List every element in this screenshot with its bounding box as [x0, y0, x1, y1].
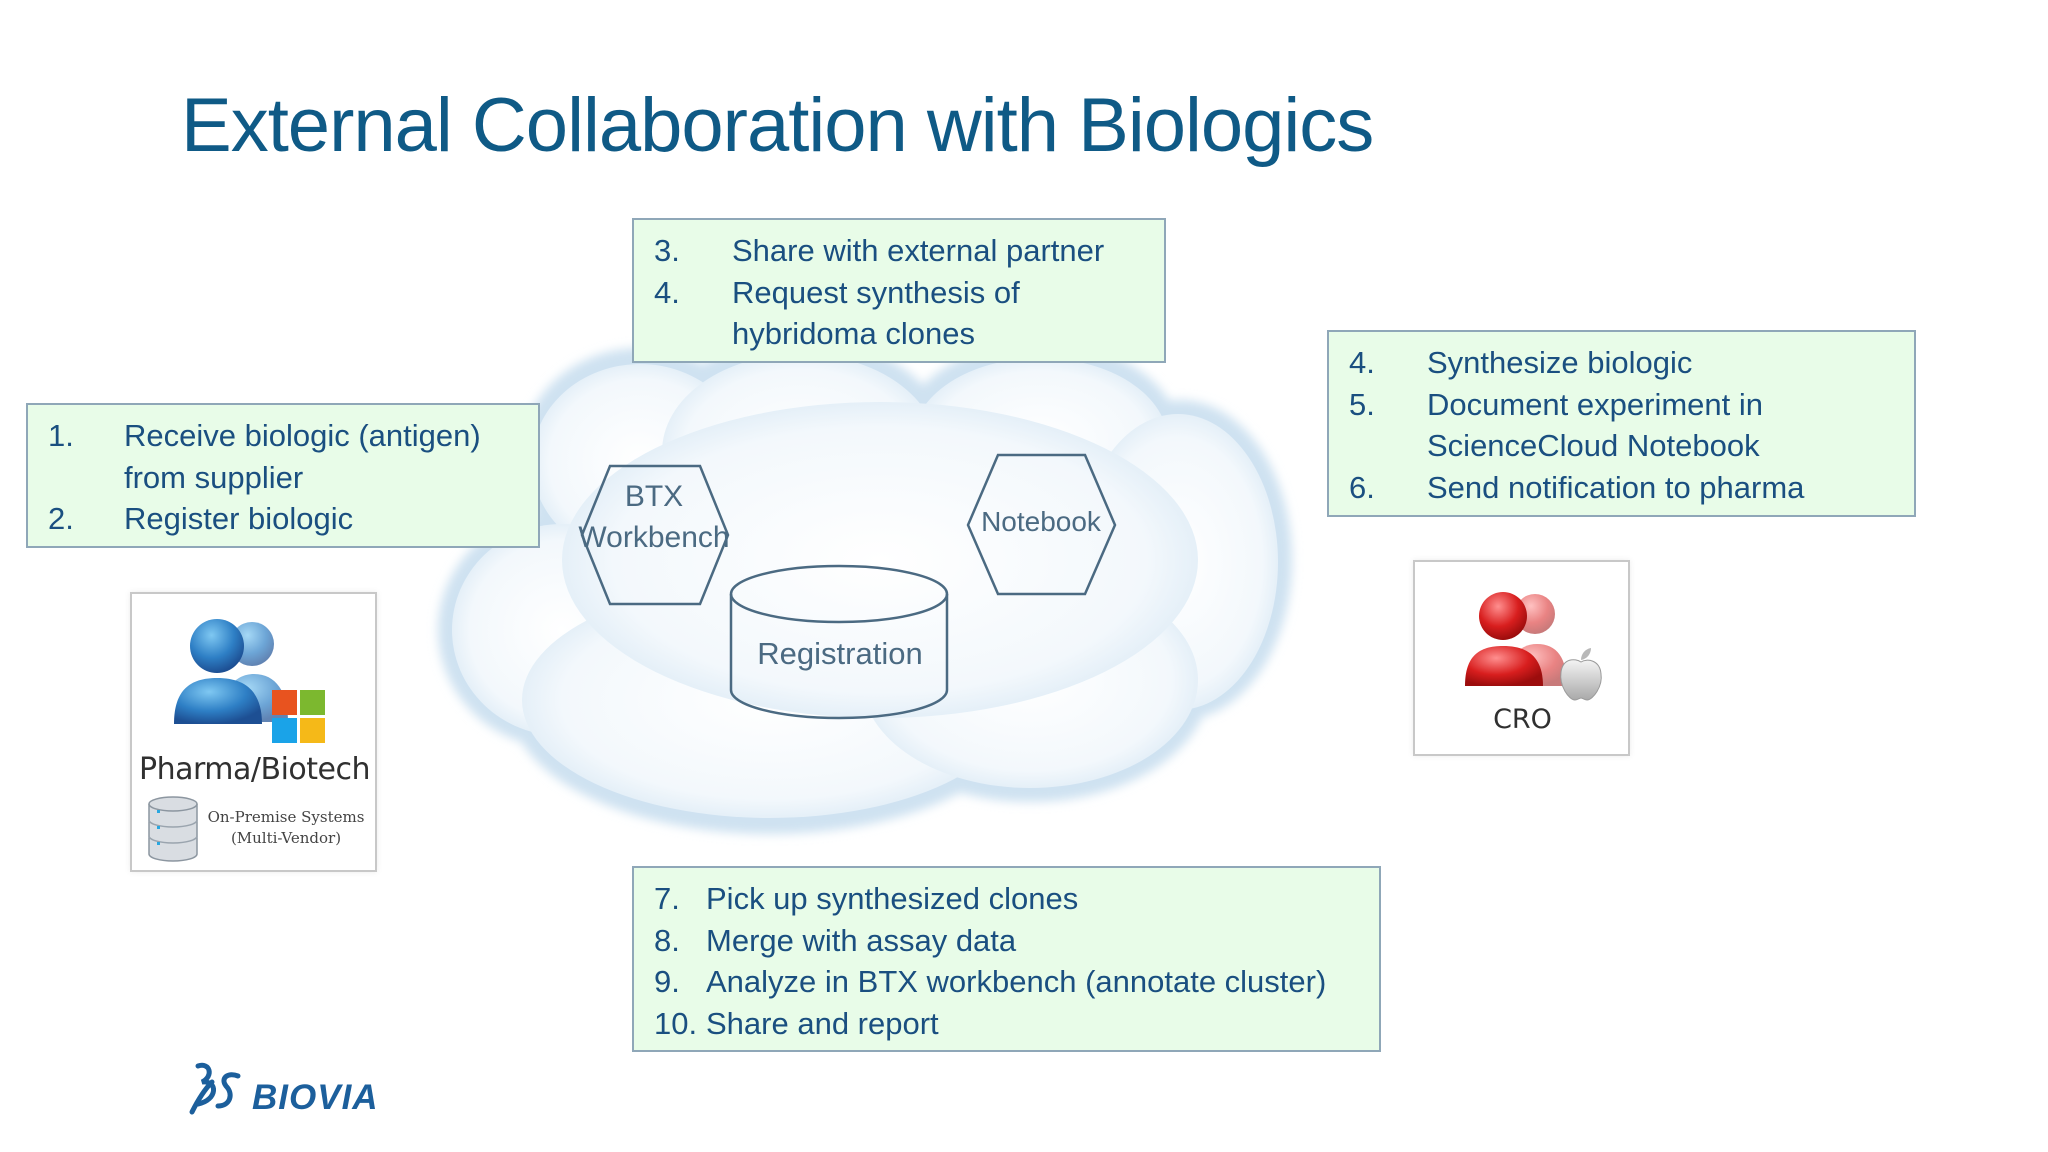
page-title: External Collaboration with Biologics	[181, 83, 1374, 168]
on-premise-systems-label: On-Premise Systems (Multi-Vendor)	[204, 807, 368, 849]
pharma-steps-box: 1. Receive biologic (antigen) from suppli…	[26, 403, 540, 548]
btx-workbench-label: BTX Workbench	[578, 480, 730, 554]
step-number: 8.	[654, 922, 680, 958]
pharma-biotech-card: Pharma/Biotech On-Premise Systems (Multi…	[130, 592, 377, 872]
windows-logo-icon	[272, 690, 325, 743]
step-text: Pick up synthesized clones	[706, 881, 1079, 916]
step-number: 9.	[654, 964, 680, 999]
step-number: 3.	[654, 233, 680, 268]
step-number: 2.	[48, 501, 74, 536]
step-text: Merge with assay data	[706, 922, 1017, 958]
step-text: Synthesize biologic	[1427, 345, 1693, 380]
pharma-biotech-name: Pharma/Biotech	[138, 752, 371, 787]
on-premise-line: On-Premise Systems	[207, 808, 365, 826]
multi-vendor-line: (Multi-Vendor)	[230, 829, 342, 847]
list-item: 4. Synthesize biologic	[1349, 342, 1896, 384]
notebook-hexagon	[966, 453, 1117, 596]
notebook-label: Notebook	[981, 506, 1101, 537]
share-steps-box: 3. Share with external partner 4. Request …	[632, 218, 1166, 363]
registration-label: Registration	[757, 636, 923, 671]
step-text: Analyze in BTX workbench (annotate clust…	[706, 964, 1327, 999]
users-icon	[1465, 592, 1567, 686]
return-steps-box: 7. Pick up synthesized clones 8. Merge wit…	[632, 866, 1381, 1052]
step-number: 6.	[1349, 469, 1375, 505]
list-item: 3. Share with external partner	[654, 230, 1146, 272]
biovia-brand: BIOVIA	[252, 1078, 379, 1117]
registration-cylinder	[729, 564, 949, 720]
step-number: 4.	[654, 274, 680, 310]
step-text: Receive biologic (antigen) from supplier	[124, 418, 481, 495]
step-number: 10.	[654, 1005, 698, 1041]
btx-workbench-hexagon	[580, 464, 730, 606]
step-text: Document experiment in ScienceCloud Note…	[1427, 386, 1763, 464]
step-text: Share and report	[706, 1005, 939, 1041]
list-item: 4. Request synthesis of hybridoma clones	[654, 272, 1146, 355]
users-icon	[174, 619, 288, 724]
cro-card: CRO	[1413, 560, 1630, 756]
list-item: 10.Share and report	[654, 1003, 1361, 1045]
step-number: 5.	[1349, 386, 1375, 422]
ds-logo-icon	[189, 1062, 241, 1115]
list-item: 6. Send notification to pharma	[1349, 467, 1896, 509]
step-text: Share with external partner	[732, 233, 1105, 268]
list-item: 5. Document experiment in ScienceCloud No…	[1349, 384, 1896, 467]
cro-name: CRO	[1493, 704, 1552, 735]
list-item: 9. Analyze in BTX workbench (annotate clu…	[654, 961, 1361, 1003]
step-text: Register biologic	[124, 501, 354, 536]
database-icon	[148, 796, 198, 862]
list-item: 1. Receive biologic (antigen) from suppli…	[48, 415, 520, 498]
step-text: Request synthesis of hybridoma clones	[732, 274, 1020, 352]
step-number: 7.	[654, 881, 680, 916]
step-text: Send notification to pharma	[1427, 469, 1805, 505]
list-item: 8. Merge with assay data	[654, 920, 1361, 962]
step-number: 4.	[1349, 345, 1375, 380]
list-item: 2. Register biologic	[48, 498, 520, 540]
cro-steps-box: 4. Synthesize biologic 5. Document experim…	[1327, 330, 1916, 517]
step-number: 1.	[48, 418, 74, 453]
list-item: 7. Pick up synthesized clones	[654, 878, 1361, 920]
cloud-shape	[438, 338, 1292, 834]
apple-logo-icon	[1560, 648, 1602, 701]
